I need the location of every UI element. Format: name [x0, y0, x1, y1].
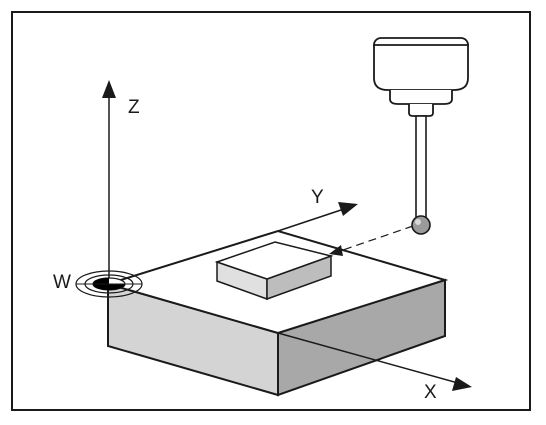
x-axis: X [277, 332, 472, 403]
y-axis-label: Y [311, 187, 324, 208]
approach-arrowhead [329, 245, 343, 256]
x-axis-line [277, 332, 459, 384]
x-axis-label: X [424, 382, 437, 403]
block-top-face [214, 241, 334, 280]
y-axis: Y [277, 187, 358, 232]
origin-label: W [53, 272, 71, 293]
raised-block [214, 241, 334, 301]
y-axis-arrowhead [338, 202, 358, 216]
z-axis-label: Z [128, 97, 140, 118]
probe-approach-path [329, 225, 414, 256]
z-axis-arrowhead [102, 80, 116, 98]
touch-probe-icon [373, 37, 469, 235]
x-axis-arrowhead [452, 377, 472, 391]
y-axis-line [277, 208, 345, 232]
approach-dashed-line [339, 225, 414, 252]
diagram-frame [11, 11, 531, 411]
z-axis: Z [102, 80, 140, 284]
workpiece-origin-icon [75, 270, 143, 298]
